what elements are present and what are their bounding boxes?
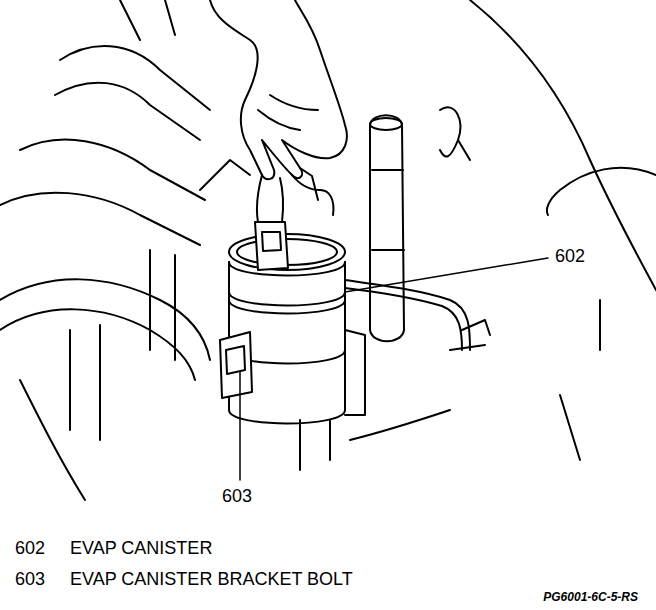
figure-code: PG6001-6C-5-RS: [543, 590, 638, 604]
legend-number: 603: [15, 569, 45, 589]
callout-number: 602: [555, 246, 585, 266]
part-name: EVAP CANISTER BRACKET BOLT: [70, 569, 353, 589]
part-name: EVAP CANISTER: [70, 538, 212, 558]
callout-number: 603: [222, 486, 252, 506]
legend-number: 602: [15, 538, 45, 558]
